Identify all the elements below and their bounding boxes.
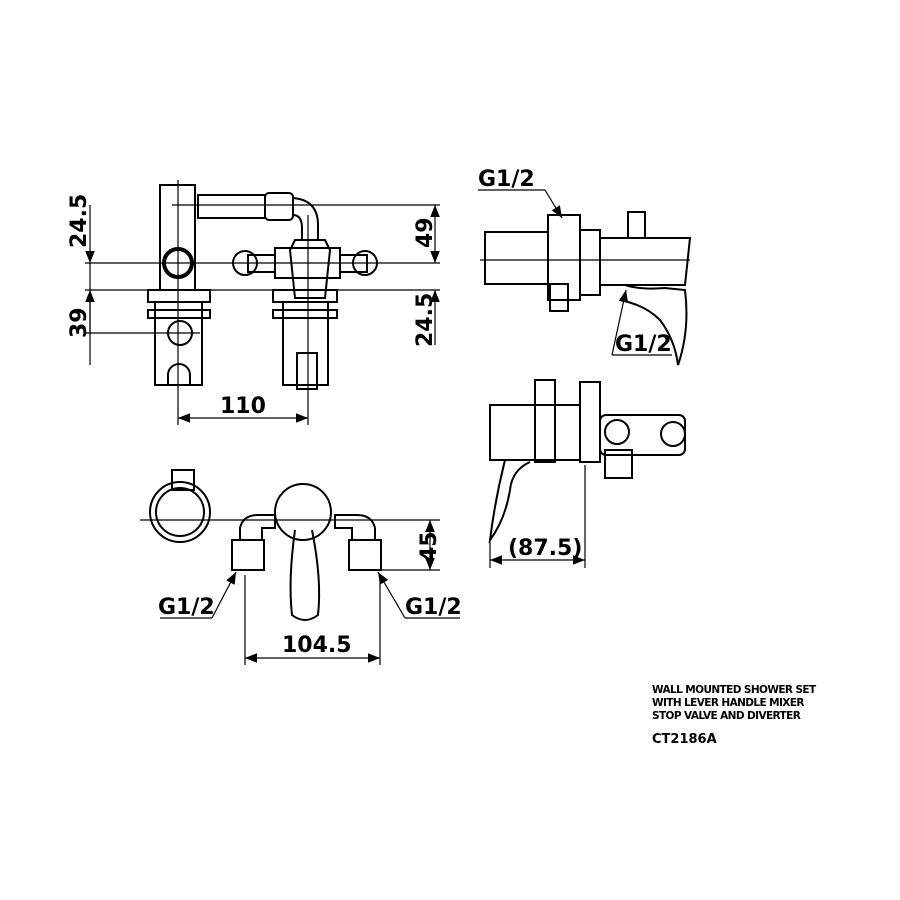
dim-top-width: 110	[220, 394, 266, 419]
dim-top-right-upper: 49	[413, 217, 438, 248]
title-line-3: STOP VALVE AND DIVERTER	[652, 710, 801, 722]
side-view	[478, 189, 692, 366]
thread-label-front-right: G1/2	[405, 595, 462, 620]
thread-label-side-top: G1/2	[478, 167, 535, 192]
thread-label-side-bottom: G1/2	[615, 332, 672, 357]
title-line-2: WITH LEVER HANDLE MIXER	[652, 697, 804, 709]
thread-label-front-left: G1/2	[158, 595, 215, 620]
dim-top-left-upper: 24.5	[67, 194, 92, 248]
dim-side-depth: (87.5)	[508, 536, 582, 561]
title-line-1: WALL MOUNTED SHOWER SET	[652, 684, 817, 696]
dim-front-height: 45	[417, 531, 442, 562]
dim-top-right-lower: 24.5	[413, 293, 438, 347]
dim-front-width: 104.5	[282, 633, 352, 658]
title-block: WALL MOUNTED SHOWER SET WITH LEVER HANDL…	[652, 684, 818, 747]
dim-top-left-lower: 39	[67, 307, 92, 338]
side-top-view	[488, 379, 686, 568]
top-view	[85, 180, 440, 425]
front-view	[140, 469, 460, 665]
model-number: CT2186A	[652, 732, 717, 747]
